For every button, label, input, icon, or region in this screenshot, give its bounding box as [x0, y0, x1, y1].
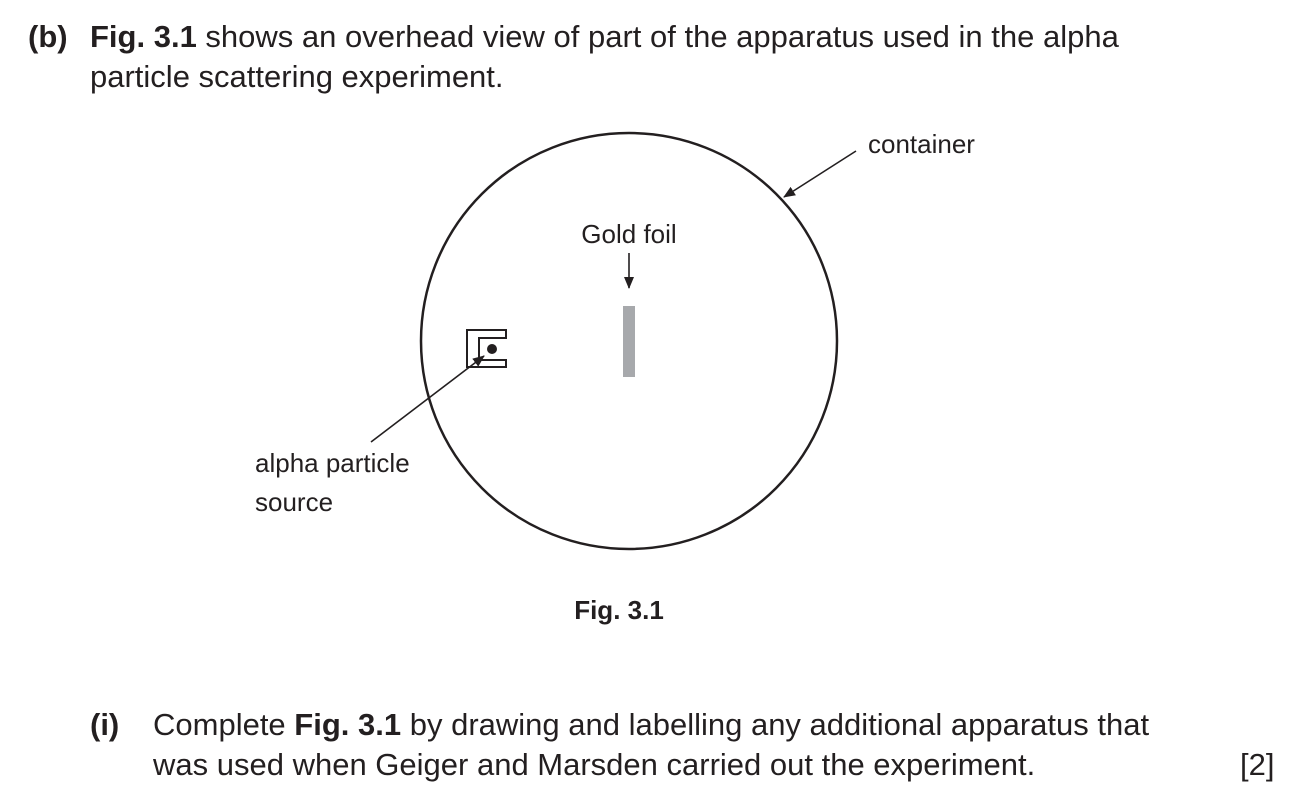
- alpha-source-dot: [487, 344, 497, 354]
- question-intro-line-1: Fig. 3.1 shows an overhead view of part …: [90, 17, 1119, 57]
- subquestion-text-post: by drawing and labelling any additional …: [401, 707, 1150, 742]
- subquestion-line-1: Complete Fig. 3.1 by drawing and labelli…: [153, 705, 1149, 745]
- alpha-source-holder: [466, 329, 507, 368]
- container-circle: [419, 131, 839, 551]
- question-intro-line-2: particle scattering experiment.: [90, 59, 504, 94]
- gold-foil-label: Gold foil: [581, 219, 676, 249]
- subquestion-figure-reference: Fig. 3.1: [294, 707, 402, 742]
- question-intro-text: shows an overhead view of part of the ap…: [196, 19, 1119, 54]
- figure-caption: Fig. 3.1: [574, 595, 664, 625]
- subquestion-text-pre: Complete: [153, 707, 295, 742]
- container-label: container: [868, 129, 975, 159]
- question-part-label: (b): [28, 19, 68, 54]
- marks-allocation: [2]: [1240, 747, 1275, 782]
- gold-foil-strip: [623, 306, 635, 377]
- source-leader-arrow: [370, 355, 485, 443]
- container-leader-arrow: [783, 150, 857, 198]
- subquestion-label: (i): [90, 707, 120, 742]
- subquestion-line-2: was used when Geiger and Marsden carried…: [153, 747, 1036, 782]
- figure-reference: Fig. 3.1: [90, 19, 197, 54]
- alpha-source-label-line-2: source: [255, 487, 333, 517]
- alpha-source-label-line-1: alpha particle: [255, 448, 410, 478]
